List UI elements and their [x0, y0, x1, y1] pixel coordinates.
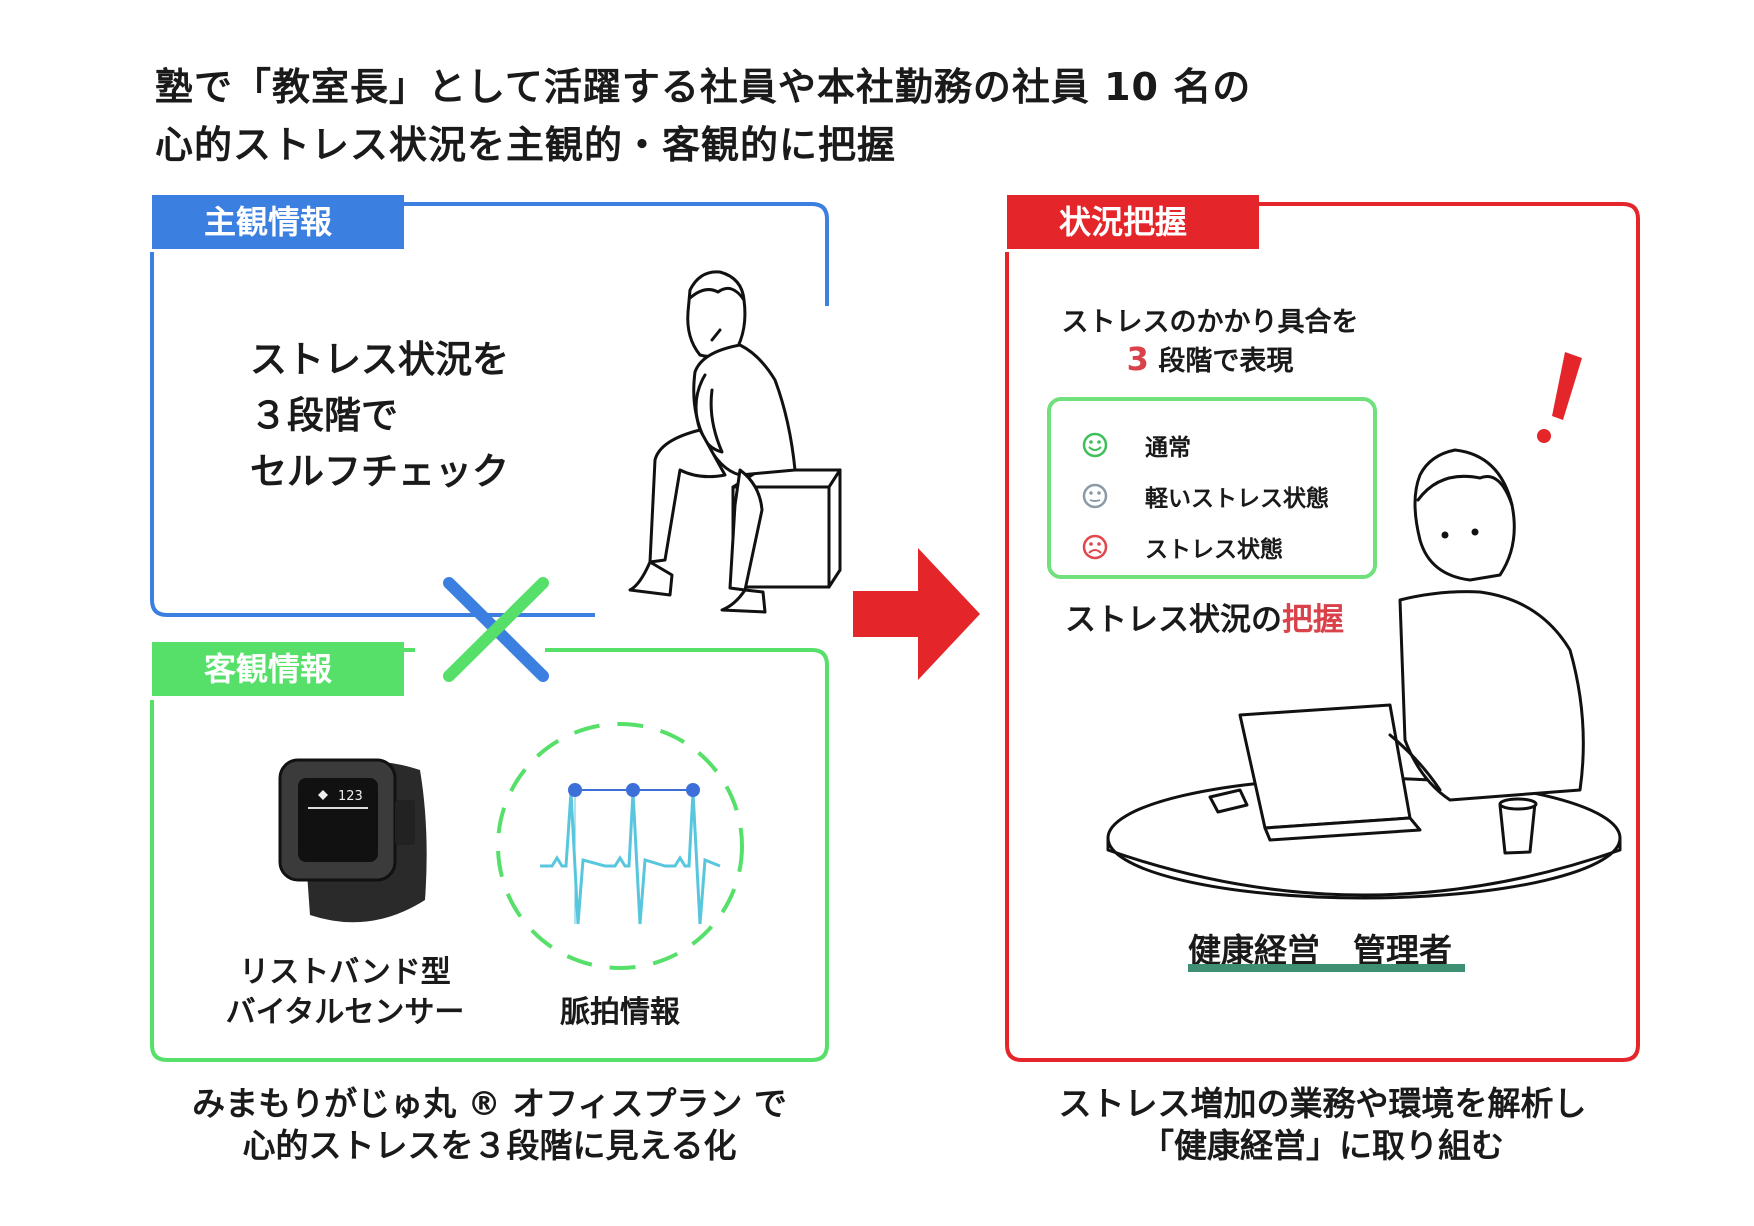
cross-mark: [443, 577, 549, 682]
neutral-face-icon: [1082, 483, 1108, 509]
stress-grasp-prefix: ストレス状況の: [1065, 602, 1282, 638]
subjective-line-2: ３段階で: [250, 394, 398, 437]
watch-display-value: 123: [338, 789, 363, 804]
objective-bottom-caption: みまもりがじゅ丸 ® オフィスプラン で 心的ストレスを３段階に見える化: [152, 1083, 827, 1167]
subjective-line-3: セルフチェック: [250, 450, 509, 493]
legend-item-normal: 通常: [1081, 425, 1191, 465]
tab-objective-info: 客観情報: [152, 642, 404, 696]
situation-bottom-caption: ストレス増加の業務や環境を解析し 「健康経営」に取り組む: [1007, 1083, 1638, 1167]
subjective-line-1: ストレス状況を: [250, 338, 509, 381]
pulse-dot: [568, 783, 582, 797]
manager-illustration: [1106, 448, 1622, 900]
smile-face-icon: [1082, 432, 1108, 458]
tab-subjective-info: 主観情報: [152, 195, 404, 249]
device-caption: リストバンド型 バイタルセンサー: [220, 953, 470, 1033]
red-arrow: [853, 548, 980, 680]
situation-description: ストレスのかかり具合を 3 段階で表現: [1040, 305, 1380, 380]
situation-description-line-2: 3 段階で表現: [1040, 341, 1380, 380]
main-title: 塾で「教室長」として活躍する社員や本社勤務の社員 10 名の 心的ストレス状況を…: [155, 58, 1251, 174]
legend-item-stress: ストレス状態: [1081, 527, 1283, 567]
situation-panel-border: [1005, 202, 1640, 1062]
stress-grasp-highlight: 把握: [1282, 602, 1344, 638]
situation-description-line-1: ストレスのかかり具合を: [1061, 307, 1359, 338]
objective-bottom-caption-line-1: みまもりがじゅ丸 ® オフィスプラン で: [192, 1084, 787, 1123]
level-count-number: 3: [1126, 340, 1149, 378]
level-count-rest: 段階で表現: [1148, 346, 1294, 377]
pulse-dot: [686, 783, 700, 797]
subjective-text: ストレス状況を ３段階で セルフチェック: [250, 332, 509, 500]
title-line-2: 心的ストレス状況を主観的・客観的に把握: [155, 123, 897, 167]
stress-grasp-label: ストレス状況の把握: [1065, 598, 1344, 642]
objective-panel-border: [150, 648, 829, 1062]
device-caption-line-1: リストバンド型: [239, 955, 451, 990]
pulse-caption: 脈拍情報: [560, 995, 680, 1030]
pulse-illustration: [496, 722, 744, 970]
legend-item-light-stress: 軽いストレス状態: [1081, 476, 1329, 516]
title-line-1: 塾で「教室長」として活躍する社員や本社勤務の社員 10 名の: [155, 65, 1252, 109]
tab-situation-grasp: 状況把握: [1007, 195, 1259, 249]
situation-bottom-caption-line-2: 「健康経営」に取り組む: [1141, 1126, 1504, 1165]
subjective-panel-border: [150, 252, 595, 617]
device-caption-line-2: バイタルセンサー: [225, 995, 465, 1030]
wristband-sensor-illustration: 123: [278, 758, 427, 923]
legend-label-normal: 通常: [1145, 435, 1191, 461]
manager-underline: [1188, 964, 1465, 972]
legend-label-stress: ストレス状態: [1145, 537, 1283, 563]
thinking-man-illustration: [628, 270, 842, 614]
legend-label-light-stress: 軽いストレス状態: [1145, 486, 1329, 512]
pulse-dot: [626, 783, 640, 797]
stress-level-legend: 通常 軽いストレス状態 ストレス状態: [1047, 397, 1377, 579]
exclamation-icon: [1537, 352, 1582, 443]
situation-bottom-caption-line-1: ストレス増加の業務や環境を解析し: [1058, 1084, 1587, 1123]
sad-face-icon: [1082, 534, 1108, 560]
manager-label: 健康経営 管理者: [1188, 931, 1452, 970]
objective-bottom-caption-line-2: 心的ストレスを３段階に見える化: [242, 1126, 737, 1165]
